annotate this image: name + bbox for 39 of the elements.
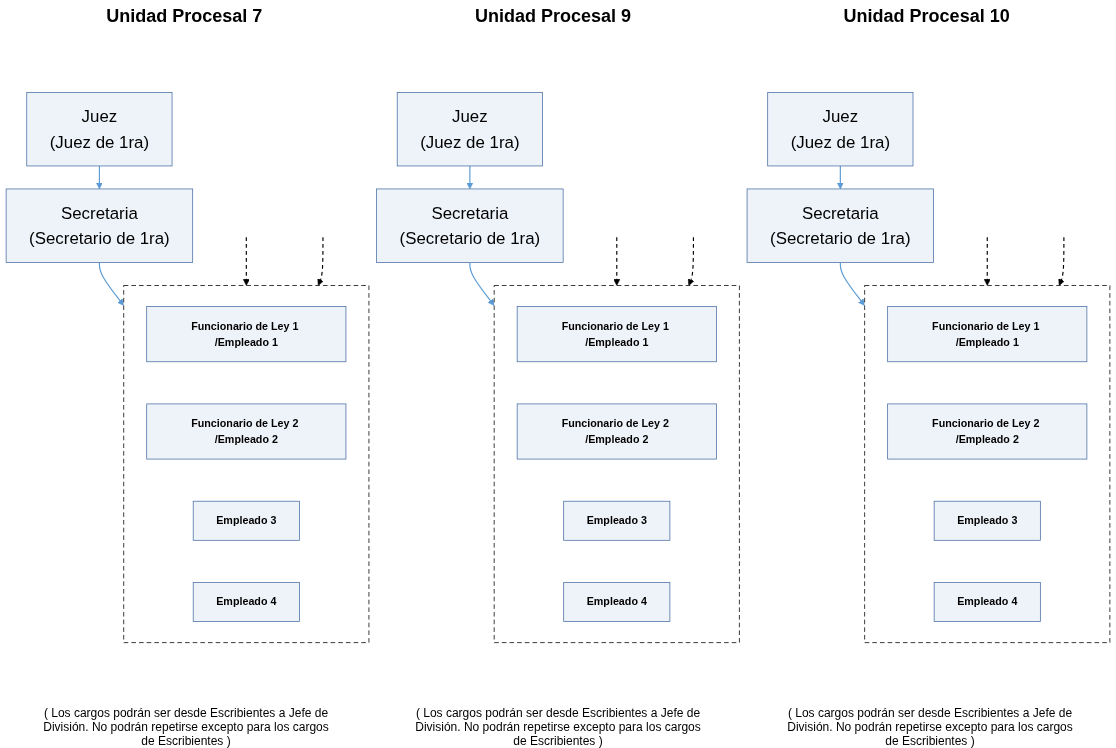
cluster — [123, 285, 370, 643]
node-box: Funcionario de Ley 2 /Empleado 2 — [146, 403, 347, 460]
node-box: Secretaria (Secretario de 1ra) — [376, 188, 564, 263]
node-box: Juez (Juez de 1ra) — [767, 92, 914, 167]
arrow — [98, 261, 124, 306]
node-box: Empleado 4 — [563, 582, 671, 622]
cluster — [493, 285, 740, 643]
node-box: Funcionario de Ley 1 /Empleado 1 — [887, 306, 1088, 363]
arrow — [836, 165, 844, 190]
arrow — [839, 261, 865, 306]
arrow — [317, 236, 324, 286]
node-box: Empleado 3 — [933, 500, 1041, 541]
node-box: Funcionario de Ley 2 /Empleado 2 — [516, 403, 717, 460]
node-box: Empleado 3 — [563, 500, 671, 541]
node-box: Funcionario de Ley 2 /Empleado 2 — [887, 403, 1088, 460]
node-box: Secretaria (Secretario de 1ra) — [5, 188, 194, 263]
arrow — [687, 236, 695, 286]
node-box: Juez (Juez de 1ra) — [396, 92, 543, 167]
node-box: Empleado 3 — [192, 500, 300, 541]
node-box: Juez (Juez de 1ra) — [26, 92, 173, 167]
arrow — [1058, 236, 1065, 286]
arrow — [96, 165, 103, 190]
note-text: ( Los cargos podrán ser desde Escribientes a Jefe de División. No podrán repetirse excepto para los cargos de Escribientes ) — [786, 706, 1074, 748]
arrow — [466, 165, 474, 190]
arrow — [469, 261, 495, 306]
arrow — [983, 236, 991, 286]
node-box: Funcionario de Ley 1 /Empleado 1 — [146, 306, 347, 363]
node-box: Secretaria (Secretario de 1ra) — [746, 188, 934, 263]
cluster — [864, 285, 1111, 643]
note-text: ( Los cargos podrán ser desde Escribientes a Jefe de División. No podrán repetirse excepto para los cargos de Escribientes ) — [414, 706, 702, 748]
node-box: Funcionario de Ley 1 /Empleado 1 — [516, 306, 717, 363]
arrow — [242, 236, 250, 286]
note-text: ( Los cargos podrán ser desde Escribientes a Jefe de División. No podrán repetirse excepto para los cargos de Escribientes ) — [42, 706, 330, 748]
node-box: Empleado 4 — [192, 582, 300, 622]
unit-title: Unidad Procesal 9 — [474, 6, 631, 27]
unit-title: Unidad Procesal 10 — [843, 6, 1010, 27]
unit-title: Unidad Procesal 7 — [106, 6, 263, 27]
arrow — [613, 236, 621, 286]
node-box: Empleado 4 — [933, 582, 1041, 622]
